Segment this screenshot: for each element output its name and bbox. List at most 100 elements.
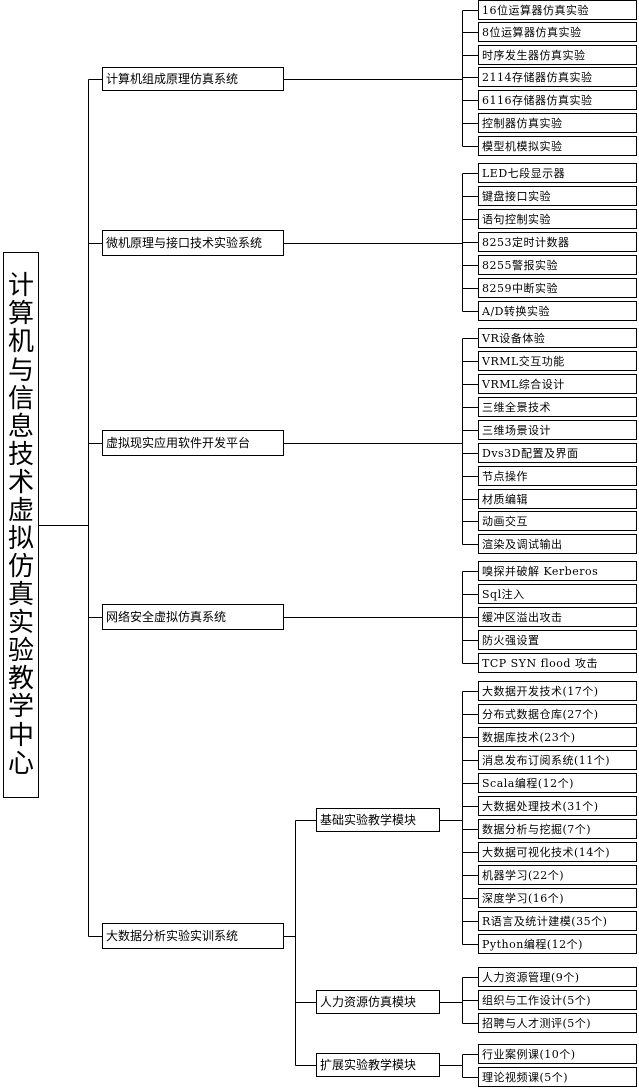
leaf-label: 大数据可视化技术(14个) (482, 845, 611, 859)
root-label: 计算机与信息技术虚拟仿真实验教学中心 (7, 271, 34, 779)
leaf-label: 8253定时计数器 (482, 235, 570, 249)
leaf-label: 键盘接口实验 (482, 189, 551, 203)
leaf-node: 分布式数据仓库(27个) (478, 704, 637, 724)
leaf-label: 缓冲区溢出攻击 (482, 610, 563, 624)
leaf-node: 理论视频课(5个) (478, 1067, 637, 1087)
system-node-microcomputer: 微机原理与接口技术实验系统 (102, 230, 284, 256)
leaf-label: 渲染及调试输出 (482, 537, 563, 551)
leaf-label: 8255警报实验 (482, 258, 558, 272)
leaf-label: Sql注入 (482, 587, 525, 601)
leaf-label: 数据库技术(23个) (482, 730, 576, 744)
system-node-big-data: 大数据分析实验实训系统 (102, 923, 284, 949)
leaf-label: 8位运算器仿真实验 (482, 25, 582, 39)
leaf-node: 8253定时计数器 (478, 232, 637, 252)
leaf-label: 分布式数据仓库(27个) (482, 707, 599, 721)
leaf-label: 模型机模拟实验 (482, 139, 563, 153)
leaf-label: 三维场景设计 (482, 423, 551, 437)
leaf-label: 节点操作 (482, 469, 528, 483)
leaf-label: 16位运算器仿真实验 (482, 3, 589, 17)
leaf-node: 时序发生器仿真实验 (478, 45, 637, 65)
leaf-node: 招聘与人才测评(5个) (478, 1013, 637, 1033)
module-label: 人力资源仿真模块 (320, 995, 417, 1009)
leaf-node: 深度学习(16个) (478, 888, 637, 908)
leaf-label: 防火强设置 (482, 633, 540, 647)
leaf-node: VR设备体验 (478, 328, 637, 348)
system-label: 计算机组成原理仿真系统 (106, 72, 239, 86)
module-label: 扩展实验教学模块 (320, 1058, 417, 1072)
leaf-node: TCP SYN flood 攻击 (478, 653, 637, 673)
leaf-node: 三维全景技术 (478, 397, 637, 417)
leaf-label: Dvs3D配置及界面 (482, 446, 579, 460)
leaf-node: 6116存储器仿真实验 (478, 90, 637, 110)
leaf-label: 人力资源管理(9个) (482, 970, 580, 984)
leaf-node: 8255警报实验 (478, 255, 637, 275)
leaf-node: Dvs3D配置及界面 (478, 443, 637, 463)
leaf-node: 大数据处理技术(31个) (478, 796, 637, 816)
leaf-label: 数据分析与挖掘(7个) (482, 822, 592, 836)
leaf-node: 模型机模拟实验 (478, 136, 637, 156)
leaf-label: Scala编程(12个) (482, 776, 574, 790)
leaf-node: 2114存储器仿真实验 (478, 67, 637, 87)
system-label: 虚拟现实应用软件开发平台 (106, 436, 251, 450)
leaf-node: Scala编程(12个) (478, 773, 637, 793)
module-node-basic: 基础实验教学模块 (316, 808, 440, 832)
system-node-computer-organization: 计算机组成原理仿真系统 (102, 67, 284, 91)
leaf-label: 招聘与人才测评(5个) (482, 1016, 592, 1030)
leaf-node: 动画交互 (478, 511, 637, 531)
leaf-label: 消息发布订阅系统(11个) (482, 753, 611, 767)
leaf-node: 数据库技术(23个) (478, 727, 637, 747)
system-label: 网络安全虚拟仿真系统 (106, 610, 227, 624)
leaf-label: 控制器仿真实验 (482, 116, 563, 130)
leaf-label: LED七段显示器 (482, 166, 566, 180)
leaf-label: 材质编辑 (482, 492, 528, 506)
leaf-label: R语言及统计建模(35个) (482, 914, 608, 928)
module-node-hr: 人力资源仿真模块 (316, 990, 440, 1014)
leaf-node: 控制器仿真实验 (478, 113, 637, 133)
leaf-label: 动画交互 (482, 514, 528, 528)
leaf-node: 16位运算器仿真实验 (478, 0, 637, 20)
leaf-node: 人力资源管理(9个) (478, 967, 637, 987)
leaf-node: 渲染及调试输出 (478, 534, 637, 554)
leaf-node: 大数据开发技术(17个) (478, 681, 637, 701)
system-label: 微机原理与接口技术实验系统 (106, 236, 263, 250)
leaf-label: 组织与工作设计(5个) (482, 993, 592, 1007)
leaf-node: Python编程(12个) (478, 934, 637, 954)
system-node-network-security: 网络安全虚拟仿真系统 (102, 604, 284, 630)
leaf-label: 8259中断实验 (482, 281, 558, 295)
leaf-node: VRML交互功能 (478, 351, 637, 371)
leaf-label: VRML交互功能 (482, 354, 565, 368)
leaf-label: VRML综合设计 (482, 377, 565, 391)
leaf-node: 8位运算器仿真实验 (478, 22, 637, 42)
leaf-node: 材质编辑 (478, 489, 637, 509)
leaf-label: TCP SYN flood 攻击 (482, 656, 598, 670)
leaf-label: 理论视频课(5个) (482, 1070, 569, 1084)
leaf-label: 大数据开发技术(17个) (482, 684, 599, 698)
leaf-label: 深度学习(16个) (482, 891, 565, 905)
leaf-node: R语言及统计建模(35个) (478, 911, 637, 931)
leaf-node: 节点操作 (478, 466, 637, 486)
leaf-node: 嗅探并破解 Kerberos (478, 561, 637, 581)
leaf-label: VR设备体验 (482, 331, 546, 345)
leaf-node: 大数据可视化技术(14个) (478, 842, 637, 862)
leaf-node: 消息发布订阅系统(11个) (478, 750, 637, 770)
leaf-node: 机器学习(22个) (478, 865, 637, 885)
module-node-extended: 扩展实验教学模块 (316, 1053, 440, 1077)
leaf-node: 组织与工作设计(5个) (478, 990, 637, 1010)
leaf-node: 数据分析与挖掘(7个) (478, 819, 637, 839)
leaf-node: 三维场景设计 (478, 420, 637, 440)
leaf-node: Sql注入 (478, 584, 637, 604)
leaf-node: 行业案例课(10个) (478, 1044, 637, 1064)
leaf-node: 语句控制实验 (478, 209, 637, 229)
leaf-node: 缓冲区溢出攻击 (478, 607, 637, 627)
leaf-node: VRML综合设计 (478, 374, 637, 394)
leaf-label: 时序发生器仿真实验 (482, 48, 586, 62)
leaf-label: 嗅探并破解 Kerberos (482, 564, 599, 578)
leaf-label: 语句控制实验 (482, 212, 551, 226)
leaf-node: LED七段显示器 (478, 163, 637, 183)
module-label: 基础实验教学模块 (320, 813, 417, 827)
leaf-label: 大数据处理技术(31个) (482, 799, 599, 813)
system-label: 大数据分析实验实训系统 (106, 929, 239, 943)
leaf-node: 键盘接口实验 (478, 186, 637, 206)
leaf-node: A/D转换实验 (478, 301, 637, 321)
